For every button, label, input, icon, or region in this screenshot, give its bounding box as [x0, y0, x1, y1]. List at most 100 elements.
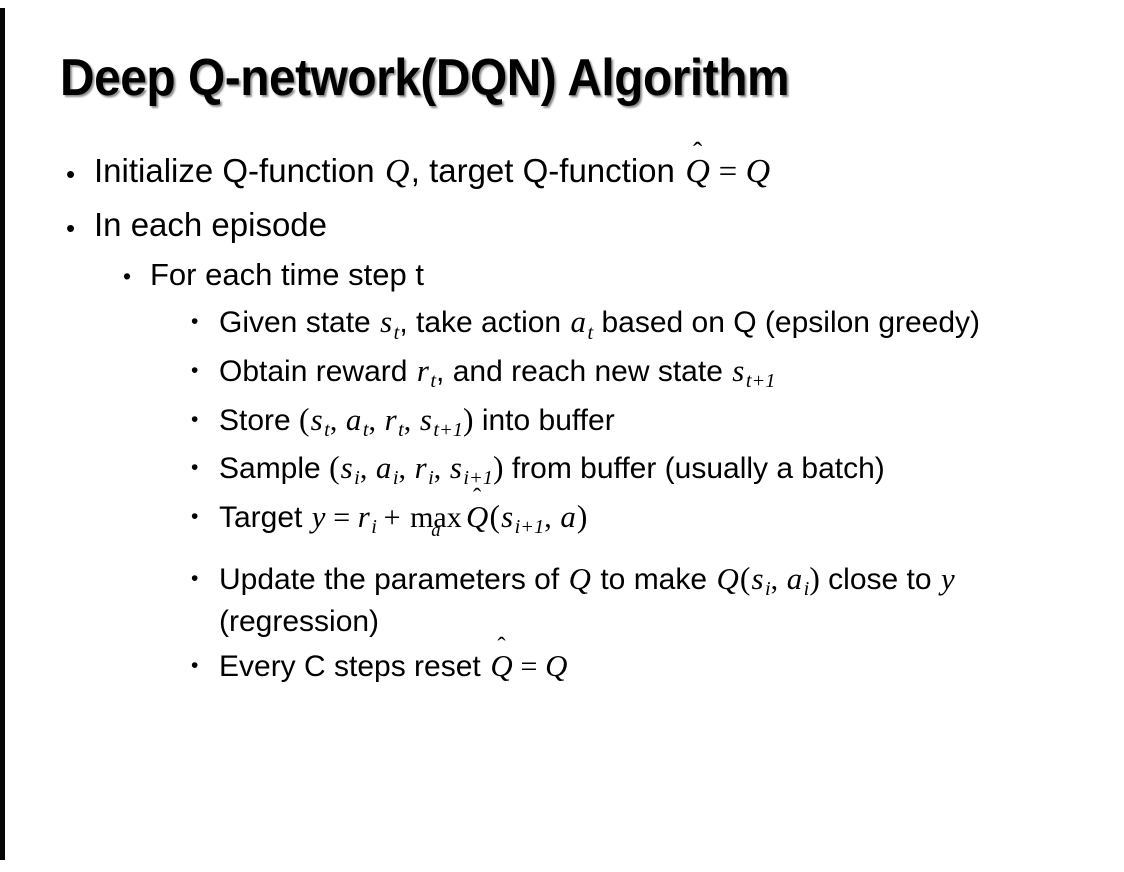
math-var-q-hat: ̂Q: [489, 646, 514, 686]
math-paren-close: ): [809, 560, 820, 596]
math-var-s: s: [751, 560, 764, 596]
math-subscript: t: [324, 418, 330, 441]
text-run: Q: [685, 153, 710, 190]
math-var-r: r: [416, 353, 429, 389]
bullet-reset-target-network-text: Every C steps reset ̂Q=Q: [219, 644, 1096, 686]
bullet-marker-icon: •: [66, 212, 76, 243]
math-equals: =: [333, 500, 351, 534]
math-var-q2: Q: [745, 153, 771, 190]
math-var-q-hat: ̂Q: [465, 497, 490, 537]
math-var-s: s: [340, 450, 353, 486]
math-comma: ,: [544, 500, 560, 534]
bullet-sample-text: Sample (si, ai, ri, si+1) from buffer (u…: [219, 446, 1096, 492]
math-subscript: i: [428, 467, 434, 490]
bullet-given-state-text: Given state st, take action at based on …: [219, 300, 1096, 346]
bullet-obtain-reward: • Obtain reward rt, and reach new state …: [0, 349, 1124, 395]
math-comma: ,: [403, 403, 419, 437]
bullet-for-each-time-step: • For each time step t: [0, 253, 1124, 294]
math-equals: =: [718, 154, 738, 190]
math-subscript: t: [393, 321, 400, 344]
bullet-store: • Store (st, at, rt, st+1) into buffer: [0, 398, 1124, 444]
bullet-marker-icon: •: [191, 359, 199, 383]
text-run: Update the parameters of: [219, 562, 568, 596]
math-subscript: t: [398, 418, 404, 441]
math-var-s: s: [380, 304, 393, 340]
bullet-reset-target-network: • Every C steps reset ̂Q=Q: [0, 644, 1124, 686]
text-run: close to: [819, 562, 940, 596]
math-subscript: i: [354, 467, 360, 490]
math-var-r: r: [384, 401, 397, 437]
text-run: , take action: [399, 306, 570, 340]
text-run: Sample: [219, 452, 330, 486]
math-max-subscript: a: [431, 519, 441, 541]
bullet-in-each-episode: • In each episode: [0, 202, 1124, 246]
slide-body: • Initialize Q-function Q, target Q-func…: [0, 148, 1124, 689]
text-run: Every C steps reset: [219, 650, 490, 684]
math-comma: ,: [368, 403, 384, 437]
math-var-q-hat: ̂Q: [684, 151, 711, 194]
math-equals: =: [520, 650, 538, 684]
math-var-q: Q: [385, 153, 410, 190]
text-run: (regression): [219, 605, 380, 639]
text-run: Q: [490, 648, 513, 684]
slide-left-edge-bar: [0, 8, 5, 860]
math-paren-open: (: [489, 498, 501, 534]
math-paren-close: ): [493, 450, 504, 486]
math-var-a: a: [345, 401, 362, 437]
math-comma: ,: [770, 562, 786, 596]
bullet-update-parameters-text: Update the parameters of Q to make Q(si,…: [219, 557, 1096, 642]
math-subscript: t: [587, 321, 594, 344]
math-comma: ,: [359, 452, 375, 486]
bullet-initialize: • Initialize Q-function Q, target Q-func…: [0, 148, 1124, 194]
text-run: Obtain reward: [219, 355, 416, 389]
text-run: Q: [465, 498, 489, 534]
math-subscript: i: [803, 577, 810, 600]
math-var-q: Q: [568, 560, 591, 596]
math-var-q2: Q: [545, 648, 568, 684]
math-var-a: a: [375, 450, 392, 486]
bullet-marker-icon: •: [191, 456, 199, 480]
math-var-a: a: [570, 304, 586, 340]
math-plus: +: [383, 500, 401, 534]
math-subscript: i: [764, 577, 771, 600]
bullet-initialize-text: Initialize Q-function Q, target Q-functi…: [94, 148, 1124, 194]
bullet-store-text: Store (st, at, rt, st+1) into buffer: [219, 398, 1096, 444]
math-paren-open: (: [329, 450, 340, 486]
text-run: into buffer: [473, 403, 615, 437]
math-paren-open: (: [739, 560, 751, 596]
bullet-target: • Target y=ri+maxâQ(si+1, a): [0, 495, 1124, 541]
bullet-marker-icon: •: [191, 504, 199, 528]
bullet-marker-icon: •: [191, 407, 199, 431]
page-title: Deep Q-network(DQN) Algorithm: [60, 49, 790, 107]
math-comma: ,: [329, 403, 345, 437]
bullet-sample: • Sample (si, ai, ri, si+1) from buffer …: [0, 446, 1124, 492]
bullet-marker-icon: •: [191, 310, 199, 334]
math-subscript: t+1: [745, 370, 776, 393]
math-var-s: s: [310, 401, 323, 437]
text-run: , and reach new state: [436, 355, 732, 389]
math-var-q2: Q: [716, 560, 739, 596]
math-paren-open: (: [299, 401, 310, 437]
bullet-target-text: Target y=ri+maxâQ(si+1, a): [219, 495, 1096, 541]
text-run: Initialize Q-function: [94, 152, 384, 189]
math-var-a: a: [560, 498, 576, 534]
text-run: from buffer (usually a batch): [503, 452, 885, 486]
math-subscript: t: [430, 370, 437, 393]
math-subscript: t: [362, 418, 369, 441]
math-subscript: i: [392, 467, 399, 490]
math-comma: ,: [398, 452, 414, 486]
math-max-label: max: [410, 500, 462, 534]
math-var-s2: s: [449, 450, 462, 486]
bullet-marker-icon: •: [191, 566, 199, 590]
text-run: , target Q-function: [410, 152, 685, 189]
math-paren-close: ): [576, 498, 588, 534]
text-run: based on Q (epsilon greedy): [593, 306, 981, 340]
bullet-in-each-episode-text: In each episode: [94, 205, 328, 243]
math-subscript: t+1: [433, 418, 463, 441]
bullet-marker-icon: •: [66, 159, 76, 189]
math-paren-close: ): [462, 401, 474, 437]
bullet-update-parameters: • Update the parameters of Q to make Q(s…: [0, 557, 1124, 642]
bullet-given-state: • Given state st, take action at based o…: [0, 300, 1124, 346]
bullet-obtain-reward-text: Obtain reward rt, and reach new state st…: [219, 349, 1096, 395]
